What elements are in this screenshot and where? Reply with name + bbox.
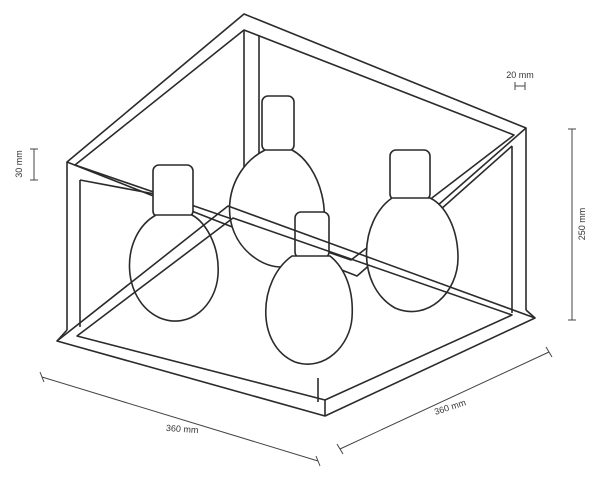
bulb-right (365, 149, 459, 313)
left-brace (79, 179, 161, 196)
socket-back-center (261, 95, 295, 152)
glass-right (365, 197, 459, 313)
width-front-dim-line (41, 376, 319, 462)
bottom-frame-inner (76, 217, 513, 401)
dimension-width-front: 360 mm (39, 371, 321, 467)
width-side-tick-left (336, 443, 344, 455)
height-label: 250 mm (577, 208, 587, 241)
bulb-left (128, 164, 219, 322)
width-front-tick-left (39, 371, 45, 383)
dimension-width-side: 360 mm (336, 346, 553, 455)
right-brace (439, 145, 513, 211)
socket-front-center (294, 211, 330, 259)
bulb-front-center (265, 211, 354, 365)
bulbs (128, 95, 459, 365)
dimension-height: 250 mm (568, 128, 587, 321)
canopy-height-label: 30 mm (14, 150, 24, 178)
front-frame (56, 205, 536, 417)
bottom-join-left (56, 329, 68, 342)
width-front-label: 360 mm (166, 423, 199, 435)
frame-thickness-label: 20 mm (506, 70, 534, 80)
width-side-label: 360 mm (433, 397, 467, 417)
dimension-canopy-height: 30 mm (14, 148, 38, 181)
glass-front-center (265, 255, 354, 365)
width-side-tick-right (545, 346, 553, 358)
width-side-dim-line (339, 351, 550, 450)
bottom-join-right (525, 309, 536, 319)
socket-right (389, 149, 431, 201)
width-front-tick-right (315, 455, 321, 467)
glass-left (128, 214, 219, 322)
dimension-frame-thickness: 20 mm (506, 70, 534, 90)
side-posts (66, 143, 527, 330)
socket-left (152, 164, 194, 218)
